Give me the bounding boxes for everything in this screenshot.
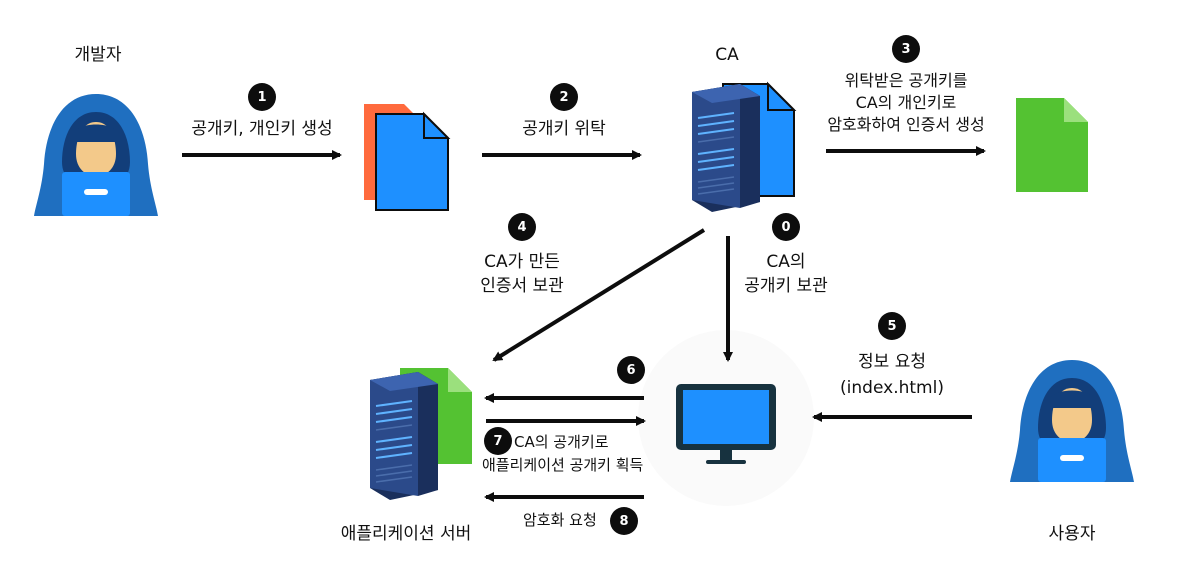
step-5-text-line1: 정보 요청	[858, 352, 926, 372]
step-3-badge: 3	[892, 35, 920, 63]
key-pair-document-icon	[364, 104, 451, 211]
step-7-text-line1: CA의 공개키로	[514, 433, 609, 451]
user-label: 사용자	[1048, 524, 1096, 544]
user-hacker-icon	[1010, 360, 1134, 482]
browser-monitor-icon	[638, 330, 814, 506]
step-3-text-line1: 위탁받은 공개키를	[844, 71, 968, 90]
ca-server-icon	[691, 81, 797, 213]
step-1-badge: 1	[248, 83, 276, 111]
step-8-badge: 8	[610, 507, 638, 535]
developer-label: 개발자	[74, 45, 122, 65]
app-server-label: 애플리케이션 서버	[340, 524, 472, 544]
step-4-badge: 4	[508, 213, 536, 241]
developer-hacker-icon	[34, 94, 158, 216]
step-3-text-line3: 암호화하여 인증서 생성	[827, 115, 985, 134]
arrow-step-4	[492, 228, 706, 362]
step-4-text-line2: 인증서 보관	[480, 276, 564, 296]
step-5-badge: 5	[878, 312, 906, 340]
certificate-document-icon	[1016, 98, 1088, 192]
step-6-badge: 6	[617, 356, 645, 384]
step-7-badge: 7	[484, 427, 512, 455]
step-4-text-line1: CA가 만든	[484, 252, 560, 272]
step-3-text-line2: CA의 개인키로	[855, 93, 957, 112]
step-2-text: 공개키 위탁	[522, 119, 606, 139]
step-8-text: 암호화 요청	[523, 511, 597, 529]
app-server-icon	[369, 368, 472, 501]
step-1-text: 공개키, 개인키 생성	[191, 119, 333, 139]
step-5-text-line2: (index.html)	[840, 378, 944, 398]
step-0-text-line1: CA의	[766, 252, 806, 272]
step-2-badge: 2	[550, 83, 578, 111]
step-0-text-line2: 공개키 보관	[744, 276, 828, 296]
step-7-text-line2: 애플리케이션 공개키 획득	[482, 456, 644, 474]
ca-label: CA	[715, 45, 739, 65]
step-0-badge: 0	[772, 213, 800, 241]
